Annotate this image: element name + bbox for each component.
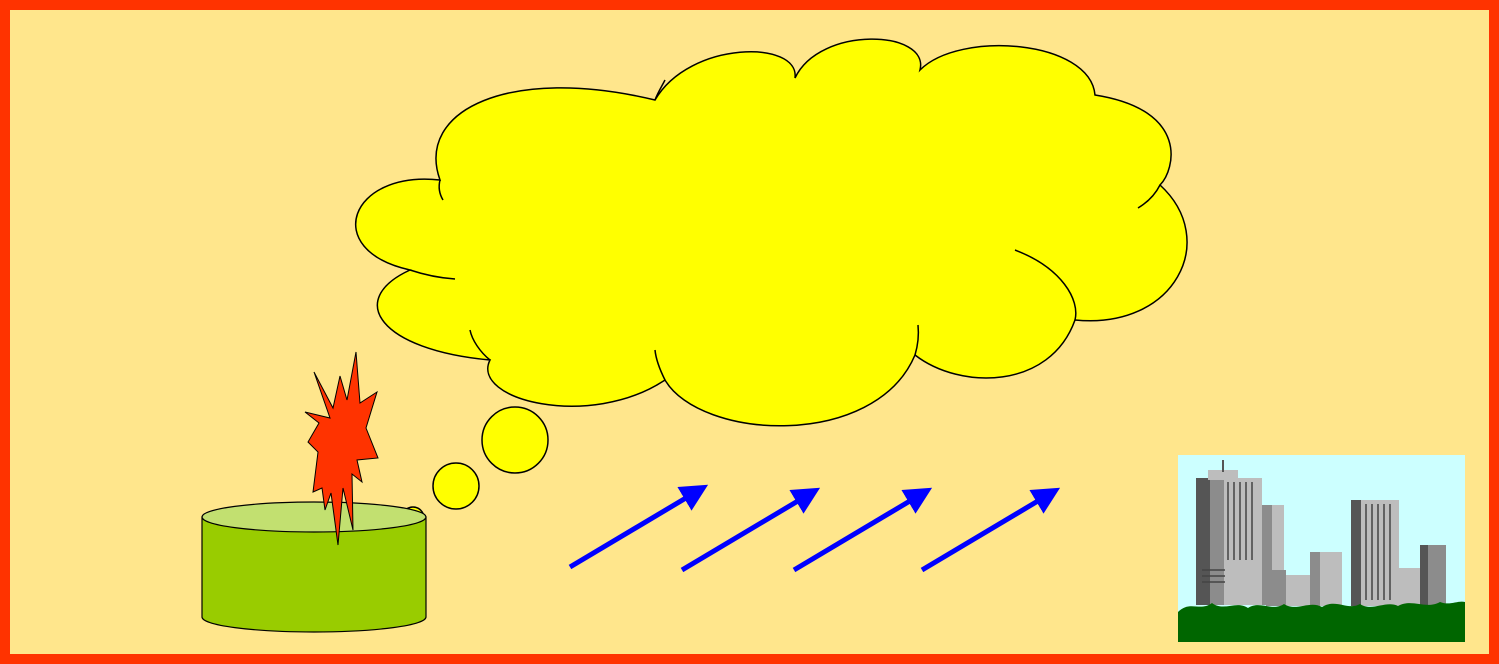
building [1420,545,1428,606]
building [1351,500,1361,606]
building [1208,470,1238,480]
building [1310,552,1320,606]
cylinder-icon [201,501,427,633]
thought-bubble-large [481,406,549,474]
building [1266,570,1286,606]
cloud-outline [354,38,1188,427]
building [1262,505,1272,605]
arrow-icon [920,487,1061,573]
arrow-icon [792,487,933,573]
cloud-inner-arc [654,79,666,101]
arrow-icon [680,487,821,573]
cylinder-body [201,516,427,633]
explosion-icon [304,351,379,546]
grass [1178,601,1465,642]
cloud-inner-arc [1137,184,1161,209]
thought-bubble-medium [432,462,480,510]
building [1286,575,1312,606]
cylinder-top [201,501,427,533]
city-skyline-icon [1178,455,1465,642]
building [1398,568,1420,606]
cloud-inner-arc [409,269,456,280]
building-antenna [1222,460,1224,472]
cloud-inner-arc [1014,249,1077,321]
cloud-inner-arc [469,329,491,361]
building-windows [1202,482,1253,583]
cloud-inner-arc [438,179,444,201]
arrow-group [568,484,1061,573]
arrow-icon [568,484,709,570]
cloud-inner-arc [654,349,666,381]
building [1210,478,1224,605]
building [1196,478,1210,605]
building-windows [1365,504,1391,600]
cloud-inner-arc [914,324,920,356]
